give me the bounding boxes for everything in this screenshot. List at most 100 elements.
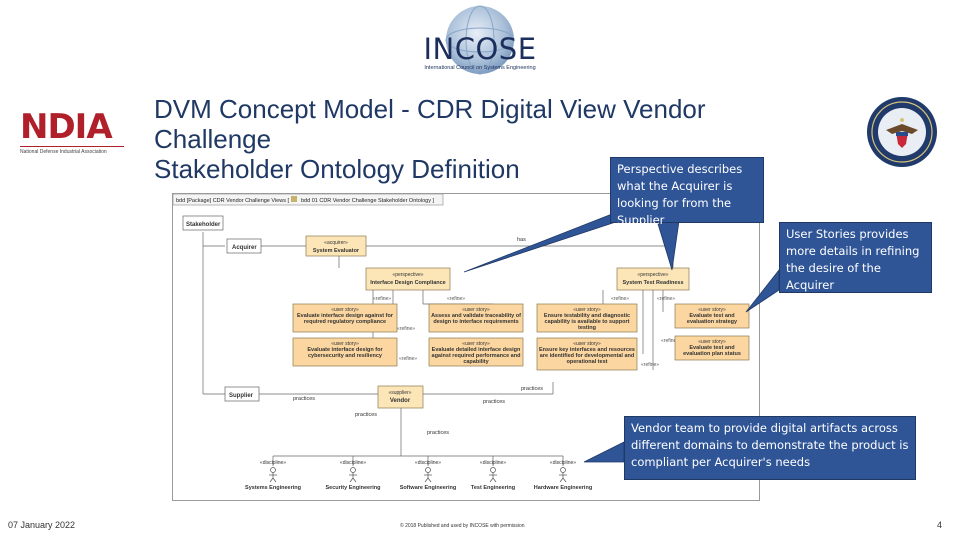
actor-icon (489, 467, 497, 483)
vendor-block (377, 385, 424, 409)
svg-text:«discipline»: «discipline» (480, 460, 506, 466)
discipline-security: «discipline» Security Engineering (325, 460, 380, 491)
svg-text:«user story»: «user story» (462, 307, 490, 313)
actor-icon (424, 467, 432, 483)
practices-label-1: practices (293, 396, 315, 402)
refine-label-7: «refine» (641, 362, 659, 368)
acquirer-label: Acquirer (232, 245, 257, 251)
discipline-test: «discipline» Test Engineering (471, 460, 515, 491)
user-story-6: «user story» Ensure key interfaces and r… (536, 337, 638, 371)
interface-design-compliance-label: Interface Design Compliance (370, 280, 446, 286)
practices-label-2: practices (521, 386, 543, 392)
svg-text:«discipline»: «discipline» (260, 460, 286, 466)
discipline-hardware: «discipline» Hardware Engineering (534, 460, 592, 491)
perspective-stereotype-2: «perspective» (637, 272, 668, 278)
svg-text:«user story»: «user story» (331, 341, 359, 347)
user-story-4-text: Evaluate detailed interface design again… (431, 347, 521, 365)
user-story-2: «user story» Evaluate interface design f… (292, 337, 398, 367)
diagram-header-diagram: bdd 01 CDR Vendor Challenge Stakeholder … (301, 198, 434, 204)
dod-seal (866, 96, 938, 168)
svg-text:«discipline»: «discipline» (550, 460, 576, 466)
actor-icon (349, 467, 357, 483)
user-story-8-text: Evaluate test and evaluation plan status (683, 345, 741, 357)
acquirer-stereotype: «acquirer» (324, 240, 348, 246)
title-line-2: Challenge (154, 124, 272, 154)
callout-perspective-text: Perspective describes what the Acquirer … (617, 162, 743, 227)
user-story-2-text: Evaluate interface design for cybersecur… (307, 347, 383, 359)
footer-copyright: © 2018 Published and used by INCOSE with… (400, 523, 525, 529)
svg-text:«user story»: «user story» (573, 341, 601, 347)
practices-label-4: practices (355, 412, 377, 418)
svg-text:«user story»: «user story» (331, 307, 359, 313)
refine-label-3: «refine» (611, 296, 629, 302)
page-number: 4 (937, 520, 943, 530)
ndia-wordmark: NDIA (20, 107, 113, 147)
diagram-icon (291, 196, 297, 202)
user-story-5: «user story» Ensure testability and diag… (536, 303, 638, 333)
diagram-frame-tab (172, 193, 444, 206)
svg-text:Hardware Engineering: Hardware Engineering (534, 485, 592, 491)
supplier-stereotype: «supplier» (388, 390, 411, 396)
user-story-7: «user story» Evaluate test and evaluatio… (674, 303, 750, 329)
ndia-logo: NDIA National Defense Industrial Associa… (20, 108, 124, 156)
perspective-test-block (616, 267, 690, 291)
practices-label-5: practices (427, 430, 449, 436)
svg-text:«user story»: «user story» (462, 341, 490, 347)
user-story-6-text: Ensure key interfaces and resources are … (539, 347, 635, 365)
callout-perspective: Perspective describes what the Acquirer … (610, 157, 764, 227)
callout-vendor-team: Vendor team to provide digital artifacts… (624, 416, 916, 480)
refine-label-8: «refine» (397, 326, 415, 332)
svg-text:«user story»: «user story» (698, 339, 726, 345)
callout-vendor-team-text: Vendor team to provide digital artifacts… (631, 421, 909, 469)
supplier-block (224, 386, 260, 402)
actor-icon (269, 467, 277, 483)
refine-label-1: «refine» (373, 296, 391, 302)
perspective-interface-block (365, 267, 451, 291)
stakeholder-label: Stakeholder (186, 222, 221, 228)
practices-label-3: practices (483, 399, 505, 405)
globe-icon (445, 5, 515, 75)
user-story-3: «user story» Assess and validate traceab… (428, 303, 524, 333)
perspective-stereotype-1: «perspective» (392, 272, 423, 278)
user-story-1: «user story» Evaluate interface design a… (292, 303, 398, 333)
svg-text:Security Engineering: Security Engineering (325, 485, 380, 491)
ndia-subtext: National Defense Industrial Association (20, 146, 124, 155)
slide-title: DVM Concept Model - CDR Digital View Ven… (154, 94, 774, 184)
title-line-3: Stakeholder Ontology Definition (154, 154, 520, 184)
system-evaluator-block (305, 235, 367, 257)
user-story-4: «user story» Evaluate detailed interface… (428, 337, 524, 367)
svg-text:«discipline»: «discipline» (415, 460, 441, 466)
user-story-7-text: Evaluate test and evaluation strategy (686, 313, 738, 325)
user-story-3-text: Assess and validate traceability of desi… (431, 313, 521, 325)
incose-subtext: International Council on Systems Enginee… (424, 65, 536, 71)
has-label: has (517, 237, 526, 243)
stakeholder-block (182, 215, 224, 231)
svg-text:«user story»: «user story» (573, 307, 601, 313)
incose-logo: INCOSE International Council on Systems … (410, 4, 550, 76)
user-story-8: «user story» Evaluate test and evaluatio… (674, 335, 750, 361)
callout-user-stories-text: User Stories provides more details in re… (786, 227, 920, 292)
callout-user-stories: User Stories provides more details in re… (779, 222, 932, 293)
system-evaluator-label: System Evaluator (313, 248, 360, 254)
user-story-1-text: Evaluate interface design against for re… (297, 313, 393, 325)
user-story-5-text: Ensure testability and diagnostic capabi… (543, 313, 631, 331)
discipline-systems: «discipline» Systems Engineering (245, 460, 301, 491)
supplier-label: Supplier (229, 393, 254, 399)
title-line-1: DVM Concept Model - CDR Digital View Ven… (154, 94, 706, 124)
system-test-readiness-label: System Test Readiness (622, 280, 683, 286)
vendor-label: Vendor (390, 398, 411, 404)
refine-label-4: «refine» (657, 296, 675, 302)
svg-text:Software Engineering: Software Engineering (400, 485, 457, 491)
seal-icon (867, 97, 937, 167)
svg-text:«user story»: «user story» (698, 307, 726, 313)
refine-label-2: «refine» (447, 296, 465, 302)
diagram-canvas: bdd [Package] CDR Vendor Challenge Views… (172, 193, 750, 491)
svg-text:Test Engineering: Test Engineering (471, 485, 515, 491)
actor-icon (559, 467, 567, 483)
diagram-header-package: bdd [Package] CDR Vendor Challenge Views… (176, 198, 289, 204)
acquirer-block (226, 238, 262, 254)
svg-text:«discipline»: «discipline» (340, 460, 366, 466)
footer-date: 07 January 2022 (8, 520, 76, 530)
svg-text:Systems Engineering: Systems Engineering (245, 485, 301, 491)
discipline-software: «discipline» Software Engineering (400, 460, 457, 491)
